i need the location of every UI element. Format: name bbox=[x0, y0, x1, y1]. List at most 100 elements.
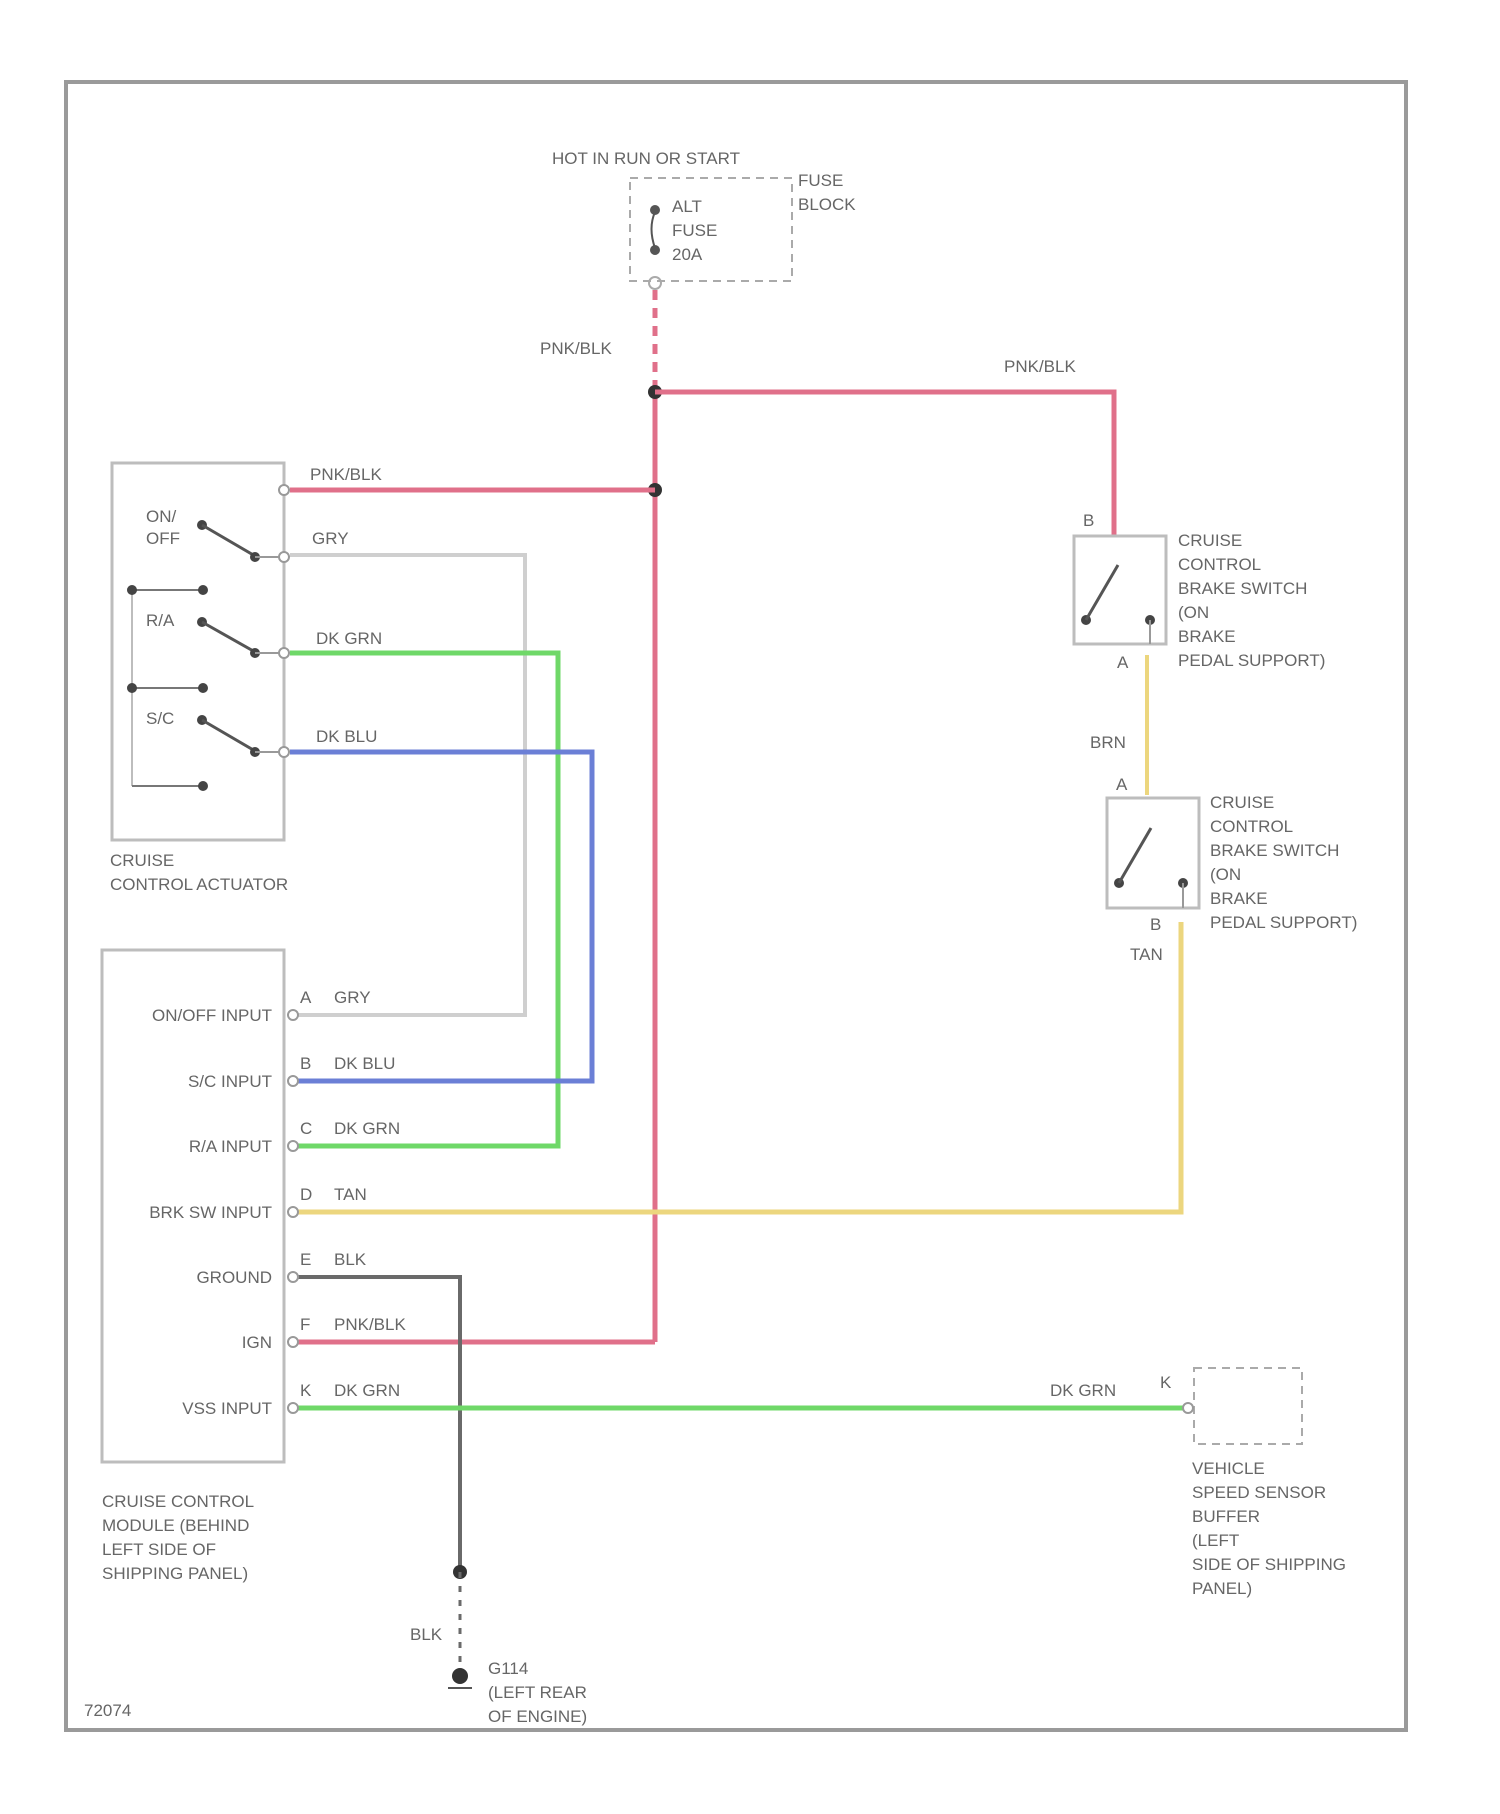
module-caption-3: LEFT SIDE OF bbox=[102, 1540, 216, 1559]
fuse-rating: 20A bbox=[672, 245, 703, 264]
module-input-wire-label: PNK/BLK bbox=[334, 1315, 406, 1334]
wire-label-dk-grn-vss: DK GRN bbox=[1050, 1381, 1116, 1400]
brake-switch-1-caption-4: (ON bbox=[1178, 603, 1209, 622]
brake-switch-1-blade bbox=[1086, 565, 1118, 620]
brake-switch-2-caption-3: BRAKE SWITCH bbox=[1210, 841, 1339, 860]
switch-blade-on-off bbox=[202, 525, 255, 556]
wire-gry bbox=[290, 555, 525, 1015]
brake-switch-2-pin-top: A bbox=[1116, 775, 1128, 794]
vss-buffer-pin bbox=[1183, 1403, 1193, 1413]
actuator-switch-on-off-1: ON/ bbox=[146, 507, 177, 526]
brake-switch-2-caption-1: CRUISE bbox=[1210, 793, 1274, 812]
actuator-caption-2: CONTROL ACTUATOR bbox=[110, 875, 288, 894]
module-input-connector bbox=[288, 1141, 298, 1151]
module-input-label: R/A INPUT bbox=[189, 1137, 272, 1156]
module-caption-1: CRUISE CONTROL bbox=[102, 1492, 254, 1511]
wire-tan bbox=[298, 922, 1181, 1212]
fuse-element bbox=[652, 212, 656, 248]
brake-switch-1-caption-1: CRUISE bbox=[1178, 531, 1242, 550]
module-input-wire-label: BLK bbox=[334, 1250, 367, 1269]
ground-id: G114 bbox=[488, 1659, 528, 1678]
brake-switch-1-caption-5: BRAKE bbox=[1178, 627, 1236, 646]
module-input-pin: K bbox=[300, 1381, 312, 1400]
brake-switch-1-box bbox=[1074, 536, 1166, 644]
wire-label-dk-blu-actuator: DK BLU bbox=[316, 727, 377, 746]
actuator-switch-on-off-2: OFF bbox=[146, 529, 180, 548]
module-input-wire-label: DK GRN bbox=[334, 1381, 400, 1400]
vss-caption-2: SPEED SENSOR bbox=[1192, 1483, 1326, 1502]
vss-caption-5: SIDE OF SHIPPING bbox=[1192, 1555, 1346, 1574]
brake-switch-2-caption-2: CONTROL bbox=[1210, 817, 1293, 836]
actuator-pin-4 bbox=[279, 747, 289, 757]
module-input-wire-label: DK GRN bbox=[334, 1119, 400, 1138]
module-input-connector bbox=[288, 1076, 298, 1086]
module-caption-4: SHIPPING PANEL) bbox=[102, 1564, 248, 1583]
ground-location-1: (LEFT REAR bbox=[488, 1683, 587, 1702]
actuator-pin-1 bbox=[279, 485, 289, 495]
vss-buffer-pin-label: K bbox=[1160, 1373, 1172, 1392]
wire-label-gry-actuator: GRY bbox=[312, 529, 349, 548]
module-input-label: ON/OFF INPUT bbox=[152, 1006, 272, 1025]
switch-rail-dot-3 bbox=[198, 781, 208, 791]
vss-buffer-box bbox=[1194, 1368, 1302, 1444]
module-caption-2: MODULE (BEHIND bbox=[102, 1516, 249, 1535]
figure-id: 72074 bbox=[84, 1701, 131, 1720]
brake-switch-1-caption-3: BRAKE SWITCH bbox=[1178, 579, 1307, 598]
switch-rail-dot-2b bbox=[198, 683, 208, 693]
wire-label-brn: BRN bbox=[1090, 733, 1126, 752]
vss-caption-6: PANEL) bbox=[1192, 1579, 1252, 1598]
module-input-pin: F bbox=[300, 1315, 310, 1334]
brake-switch-2-blade bbox=[1119, 828, 1151, 883]
module-input-pin: C bbox=[300, 1119, 312, 1138]
brake-switch-2-caption-5: BRAKE bbox=[1210, 889, 1268, 908]
switch-rail-dot-2a bbox=[127, 683, 137, 693]
brake-switch-2-box bbox=[1107, 798, 1199, 908]
module-input-wire-label: GRY bbox=[334, 988, 371, 1007]
wire-label-pnk-blk-fuse: PNK/BLK bbox=[540, 339, 612, 358]
wire-label-pnk-blk-actuator: PNK/BLK bbox=[310, 465, 382, 484]
switch-rail-dot-1b bbox=[198, 585, 208, 595]
fuse-terminal-bottom bbox=[650, 245, 660, 255]
ground-symbol bbox=[452, 1668, 468, 1684]
brake-switch-1-caption-2: CONTROL bbox=[1178, 555, 1261, 574]
module-input-connector bbox=[288, 1010, 298, 1020]
brake-switch-1-pin-bottom: A bbox=[1117, 653, 1129, 672]
wire-label-dk-grn-actuator: DK GRN bbox=[316, 629, 382, 648]
fuse-hot-label: HOT IN RUN OR START bbox=[552, 149, 740, 168]
actuator-caption-1: CRUISE bbox=[110, 851, 174, 870]
vss-caption-4: (LEFT bbox=[1192, 1531, 1239, 1550]
module-input-wire-label: TAN bbox=[334, 1185, 367, 1204]
actuator-switch-sc: S/C bbox=[146, 709, 174, 728]
brake-switch-2-caption-4: (ON bbox=[1210, 865, 1241, 884]
module-input-pin: B bbox=[300, 1054, 311, 1073]
fuse-output-connector bbox=[649, 277, 661, 289]
wire-pnk-blk-to-brake-switch bbox=[655, 392, 1114, 535]
brake-switch-2-caption-6: PEDAL SUPPORT) bbox=[1210, 913, 1357, 932]
wire-dk-blu-sc bbox=[290, 752, 592, 1081]
switch-blade-ra bbox=[202, 622, 255, 652]
switch-blade-sc bbox=[202, 720, 255, 751]
module-input-pin: A bbox=[300, 988, 312, 1007]
module-input-label: GROUND bbox=[196, 1268, 272, 1287]
switch-rail-dot-1a bbox=[127, 585, 137, 595]
module-input-label: BRK SW INPUT bbox=[149, 1203, 272, 1222]
module-input-pin: E bbox=[300, 1250, 311, 1269]
module-input-label: VSS INPUT bbox=[182, 1399, 272, 1418]
module-input-connector bbox=[288, 1207, 298, 1217]
fuse-name: ALT bbox=[672, 197, 702, 216]
wire-label-tan-switch: TAN bbox=[1130, 945, 1163, 964]
vss-caption-3: BUFFER bbox=[1192, 1507, 1260, 1526]
brake-switch-1-pin-top: B bbox=[1083, 511, 1094, 530]
module-input-label: IGN bbox=[242, 1333, 272, 1352]
actuator-switch-ra: R/A bbox=[146, 611, 175, 630]
actuator-pin-2 bbox=[279, 552, 289, 562]
ground-location-2: OF ENGINE) bbox=[488, 1707, 587, 1726]
brake-switch-2-pin-bottom: B bbox=[1150, 915, 1161, 934]
module-input-label: S/C INPUT bbox=[188, 1072, 272, 1091]
actuator-pin-3 bbox=[279, 648, 289, 658]
brake-switch-1-caption-6: PEDAL SUPPORT) bbox=[1178, 651, 1325, 670]
wire-label-blk-ground: BLK bbox=[410, 1625, 443, 1644]
fuse-type: FUSE bbox=[672, 221, 717, 240]
